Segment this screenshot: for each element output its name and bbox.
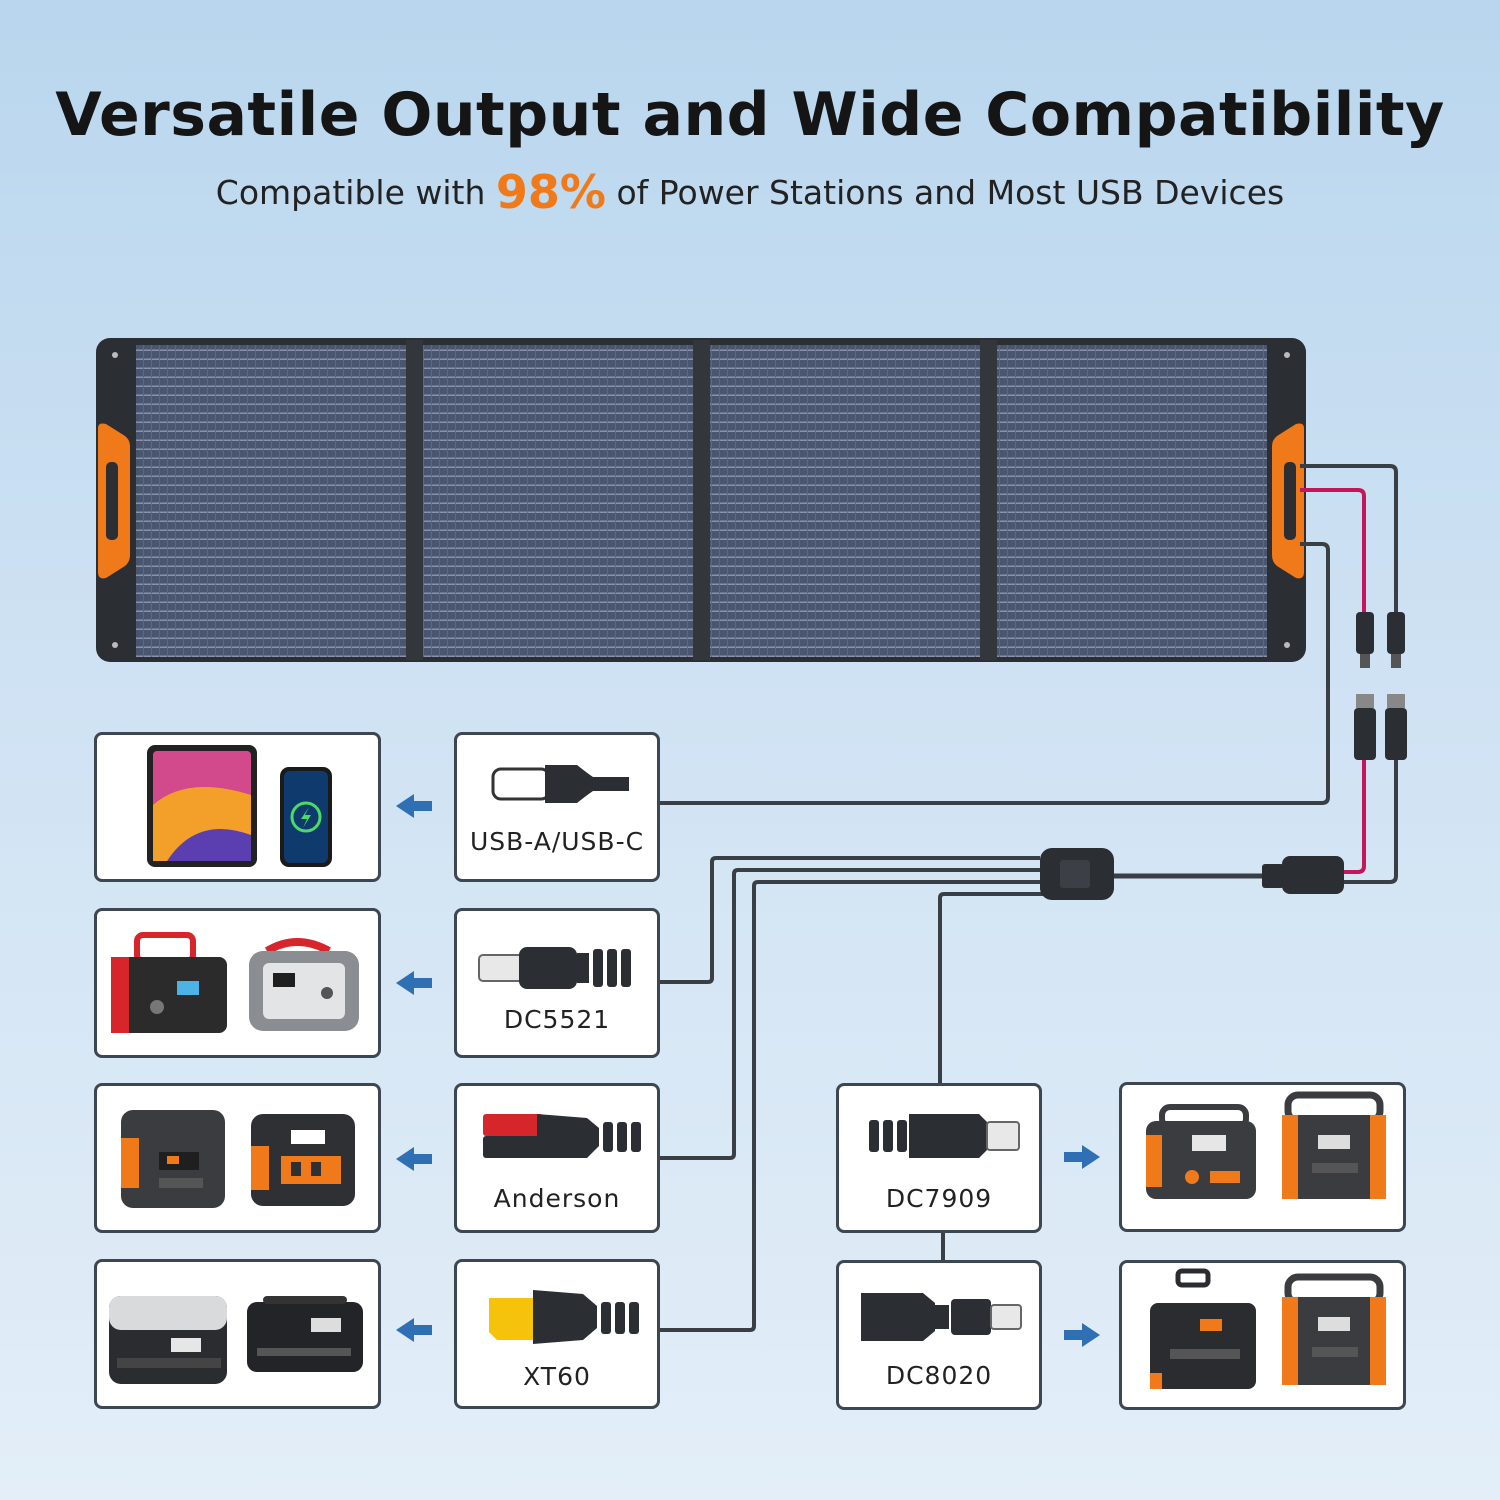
panel-cables	[660, 464, 1398, 1332]
xt60-connector-box: XT60	[454, 1259, 660, 1409]
subtitle-highlight: 98%	[495, 165, 606, 219]
page-title: Versatile Output and Wide Compatibility	[55, 80, 1445, 150]
dc8020-plug-icon	[861, 1293, 1022, 1341]
arrow-right-icon	[1064, 1323, 1100, 1347]
orange-power-station-icon	[121, 1110, 225, 1208]
arrow-left-icon	[396, 971, 432, 995]
red-power-station-icon	[111, 932, 227, 1033]
panel-handle-right	[1272, 423, 1304, 579]
dc7909-devices-box	[1119, 1082, 1406, 1232]
subtitle-suffix: of Power Stations and Most USB Devices	[616, 173, 1285, 212]
xt60-devices-box	[94, 1259, 381, 1409]
black-power-station-icon	[247, 1296, 363, 1372]
usb-connector-label: USB-A/USB-C	[469, 827, 645, 856]
grey-power-station-icon	[249, 938, 359, 1031]
usb-plug-icon	[491, 765, 629, 803]
orange-power-station-icon	[251, 1114, 355, 1206]
usb-connector-box: USB-A/USB-C	[454, 732, 660, 882]
arrow-left-icon	[396, 1318, 432, 1342]
dc7909-connector-box: DC7909	[836, 1083, 1042, 1233]
arrow-right-icon	[1064, 1145, 1100, 1169]
dc5521-plug-icon	[478, 947, 631, 989]
black-power-station-icon	[1150, 1268, 1256, 1389]
panel-handle-left	[98, 423, 130, 579]
orange-power-station-icon	[1146, 1104, 1256, 1199]
dc5521-connector-box: DC5521	[454, 908, 660, 1058]
solar-panel	[96, 338, 1306, 662]
dc8020-devices-box	[1119, 1260, 1406, 1410]
mc4-connectors	[1354, 612, 1407, 760]
dc7909-plug-icon	[869, 1114, 1020, 1158]
anderson-devices-box	[94, 1083, 381, 1233]
orange-power-station-icon	[1282, 1273, 1386, 1385]
subtitle-prefix: Compatible with	[215, 173, 486, 212]
dc5521-devices-box	[94, 908, 381, 1058]
anderson-connector-box: Anderson	[454, 1083, 660, 1233]
arrow-left-icon	[396, 794, 432, 818]
dc8020-connector-box: DC8020	[836, 1260, 1042, 1410]
page-subtitle: Compatible with 98% of Power Stations an…	[0, 165, 1500, 219]
grey-power-station-icon	[109, 1296, 227, 1384]
tablet-icon	[147, 745, 257, 867]
orange-power-station-icon	[1282, 1091, 1386, 1199]
anderson-connector-label: Anderson	[493, 1184, 621, 1213]
arrow-left-icon	[396, 1147, 432, 1171]
direction-arrows	[396, 794, 1100, 1347]
xt60-connector-label: XT60	[523, 1362, 591, 1391]
phone-icon	[280, 767, 332, 867]
xt60-plug-icon	[489, 1290, 639, 1344]
dc8020-connector-label: DC8020	[885, 1361, 993, 1390]
cable-splitter	[1040, 848, 1344, 900]
dc5521-connector-label: DC5521	[503, 1005, 611, 1034]
anderson-plug-icon	[483, 1114, 641, 1158]
usb-devices-box	[94, 732, 381, 882]
dc7909-connector-label: DC7909	[885, 1184, 993, 1213]
